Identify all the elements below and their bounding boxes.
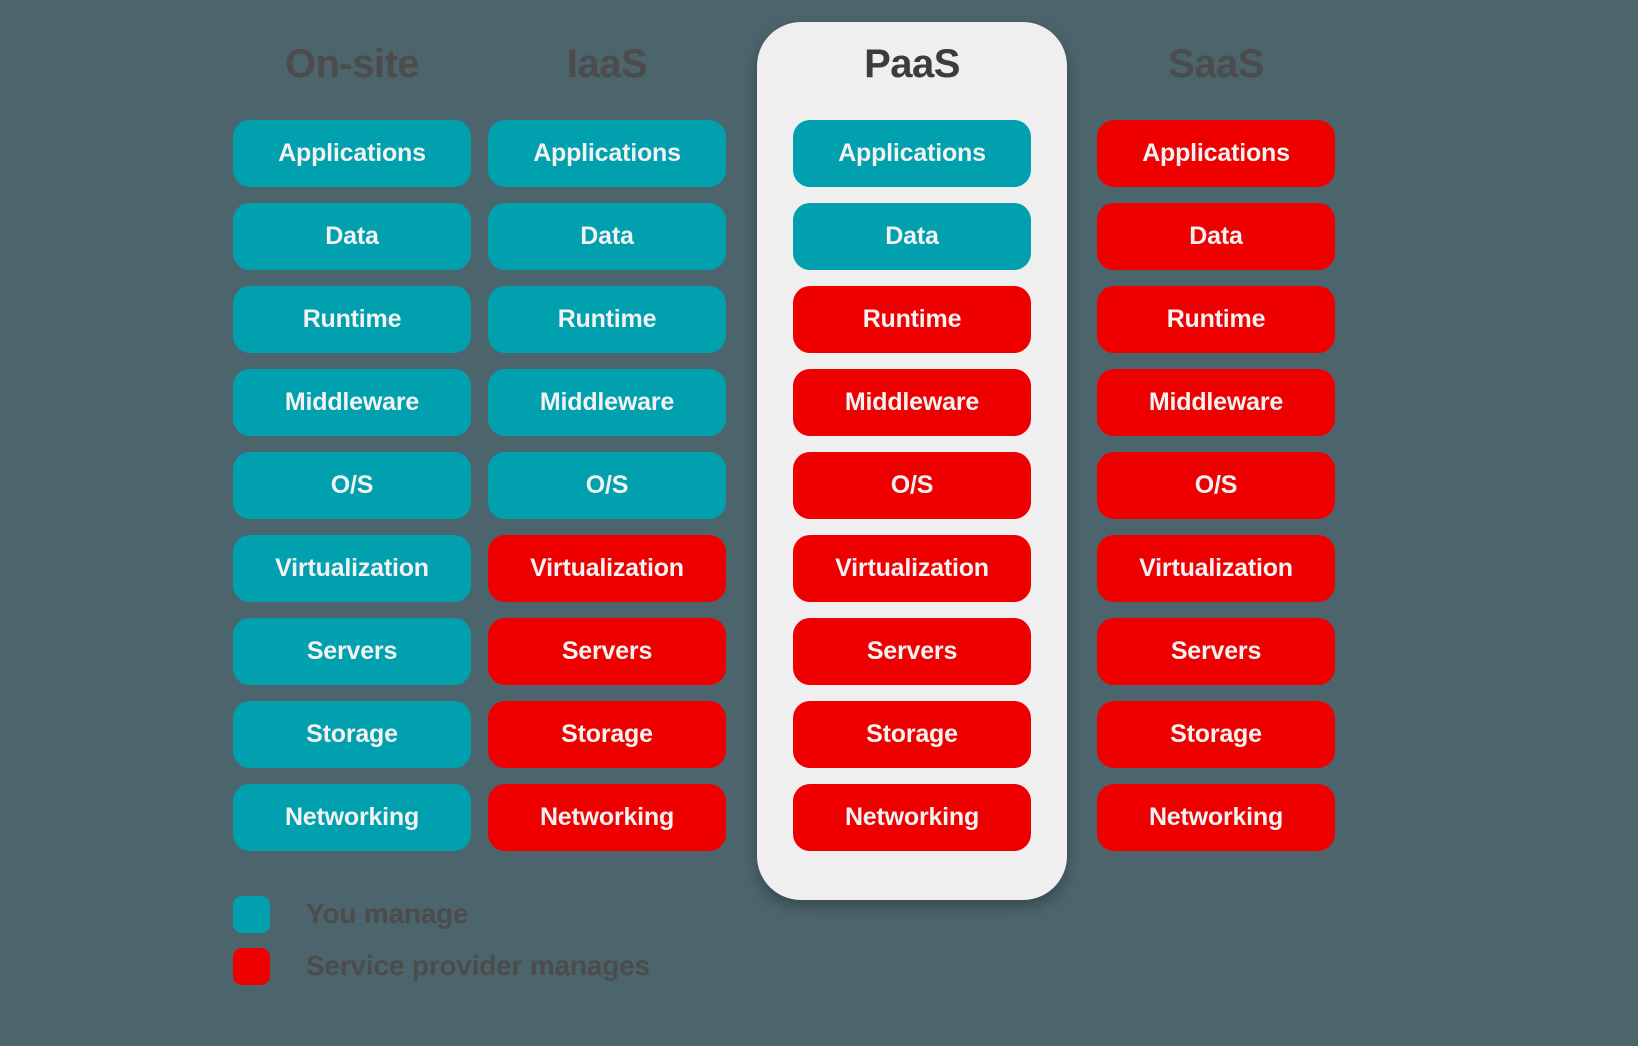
- layer-pill[interactable]: Middleware: [1097, 369, 1335, 436]
- layer-pill[interactable]: Data: [233, 203, 471, 270]
- layer-pill[interactable]: O/S: [1097, 452, 1335, 519]
- layer-pill[interactable]: Data: [1097, 203, 1335, 270]
- layer-pill[interactable]: Storage: [233, 701, 471, 768]
- layer-pill[interactable]: Virtualization: [1097, 535, 1335, 602]
- layer-pill[interactable]: Middleware: [793, 369, 1031, 436]
- layer-pill[interactable]: Applications: [488, 120, 726, 187]
- layer-pill[interactable]: Applications: [1097, 120, 1335, 187]
- layer-pill[interactable]: Storage: [488, 701, 726, 768]
- layer-pill[interactable]: Applications: [233, 120, 471, 187]
- legend-label: You manage: [306, 898, 469, 929]
- layer-pill[interactable]: Applications: [793, 120, 1031, 187]
- layer-pill[interactable]: Storage: [793, 701, 1031, 768]
- layer-pill[interactable]: Servers: [488, 618, 726, 685]
- legend-item-provider: Service provider manages: [233, 940, 650, 992]
- layer-pill[interactable]: Storage: [1097, 701, 1335, 768]
- column-header-saas: SaaS: [1168, 42, 1264, 86]
- layer-pill[interactable]: Networking: [488, 784, 726, 851]
- layer-pill[interactable]: Networking: [233, 784, 471, 851]
- layer-pill[interactable]: O/S: [793, 452, 1031, 519]
- layer-pill[interactable]: Runtime: [233, 286, 471, 353]
- layer-pill[interactable]: Runtime: [1097, 286, 1335, 353]
- legend-swatch-customer: [233, 895, 270, 933]
- layer-pill[interactable]: Data: [488, 203, 726, 270]
- legend-label: Service provider manages: [306, 950, 650, 981]
- legend-swatch-provider: [233, 947, 270, 985]
- layer-pill[interactable]: Servers: [793, 618, 1031, 685]
- layer-pill[interactable]: Virtualization: [793, 535, 1031, 602]
- legend-item-customer: You manage: [233, 888, 650, 940]
- layer-pill[interactable]: Middleware: [233, 369, 471, 436]
- layer-pill[interactable]: Servers: [1097, 618, 1335, 685]
- layer-pill[interactable]: Servers: [233, 618, 471, 685]
- layer-pill[interactable]: Virtualization: [233, 535, 471, 602]
- layer-pill[interactable]: Networking: [793, 784, 1031, 851]
- layer-pill[interactable]: Middleware: [488, 369, 726, 436]
- column-header-iaas: IaaS: [566, 42, 648, 86]
- column-header-paas: PaaS: [864, 42, 960, 86]
- layer-pill[interactable]: Runtime: [793, 286, 1031, 353]
- layer-pill[interactable]: Data: [793, 203, 1031, 270]
- layer-pill[interactable]: Virtualization: [488, 535, 726, 602]
- layer-pill[interactable]: O/S: [233, 452, 471, 519]
- layer-pill[interactable]: Runtime: [488, 286, 726, 353]
- column-header-on-site: On-site: [284, 42, 420, 86]
- layer-pill[interactable]: Networking: [1097, 784, 1335, 851]
- layer-pill[interactable]: O/S: [488, 452, 726, 519]
